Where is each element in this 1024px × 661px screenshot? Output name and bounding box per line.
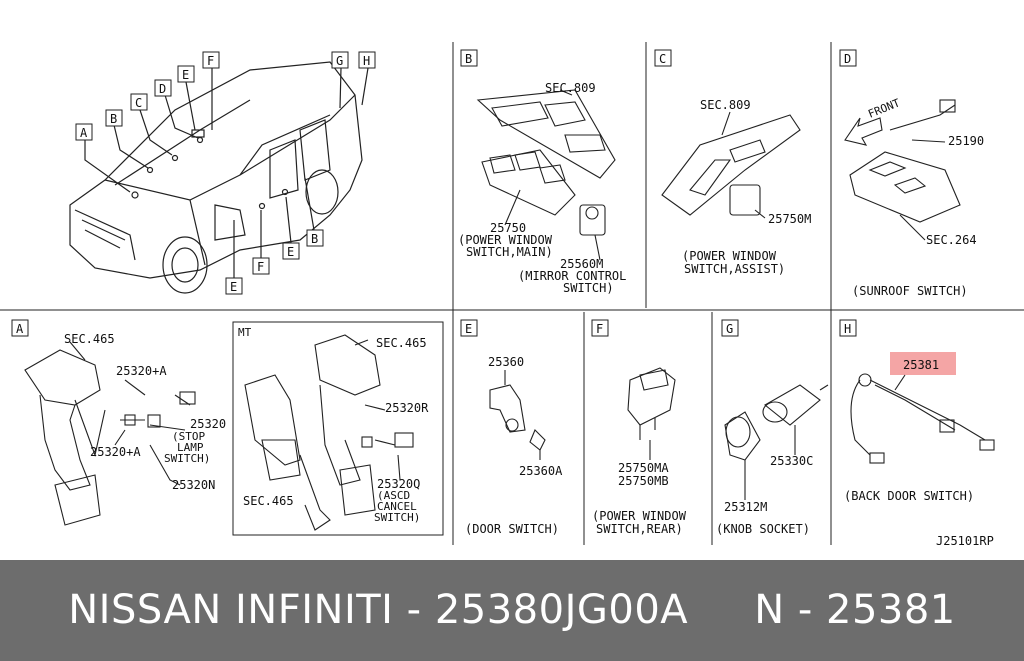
- section-b: B SEC.809 25750 (POWER WINDOW SWITCH,MAI…: [458, 49, 626, 295]
- section-d: D FRONT 25190 SEC.264 (SUNROOF SWITCH): [839, 49, 984, 298]
- callout-f: E: [287, 245, 294, 259]
- section-e: E 25360 25360A (DOOR SWITCH): [460, 319, 563, 536]
- part-number: 25750MB: [618, 474, 669, 488]
- section-mt: MT SEC.465 25320R 25320Q (ASCD CANCEL SW…: [238, 326, 429, 531]
- part-caption: SWITCH,ASSIST): [684, 262, 785, 276]
- callout-e: B: [311, 232, 318, 246]
- part-number: 25750: [490, 221, 526, 235]
- part-number: 25312M: [724, 500, 767, 514]
- part-number: 25320+A: [90, 445, 141, 459]
- part-number: 25560M: [560, 257, 603, 271]
- diagram-svg: A B C D E F G H E F E B B SEC.80: [0, 42, 1024, 548]
- callout-e: F: [207, 54, 214, 68]
- part-number: 25750M: [768, 212, 811, 226]
- section-letter: C: [659, 52, 666, 66]
- part-caption: (KNOB SOCKET): [716, 522, 810, 536]
- section-c: C SEC.809 25750M (POWER WINDOW SWITCH,AS…: [654, 49, 811, 276]
- part-number: 25190: [948, 134, 984, 148]
- part-number: 25320R: [385, 401, 429, 415]
- part-caption: SWITCH,MAIN): [466, 245, 553, 259]
- callout-f: D: [159, 82, 166, 96]
- caption-bar: NISSAN INFINITI - 25380JG00A N - 25381: [0, 560, 1024, 661]
- section-a: A SEC.465 25320+A 25320 (STOP LAMP SWITC…: [11, 319, 226, 526]
- sec-label: SEC.465: [376, 336, 427, 350]
- section-letter: B: [465, 52, 472, 66]
- part-number: 25330C: [770, 454, 813, 468]
- mt-frame: [232, 321, 444, 536]
- part-highlight: [890, 352, 956, 375]
- callout-g: H: [363, 54, 370, 68]
- part-caption: (POWER WINDOW: [682, 249, 777, 263]
- callout-e: C: [135, 96, 142, 110]
- sec-label: SEC.264: [926, 233, 977, 247]
- part-number: 25320+A: [116, 364, 167, 378]
- part-number: 25381: [903, 358, 939, 372]
- section-g: G 25330C 25312M (KNOB SOCKET): [716, 319, 829, 536]
- part-caption: SWITCH): [374, 511, 420, 524]
- callout-d: E: [182, 68, 189, 82]
- section-f: F 25750MA 25750MB (POWER WINDOW SWITCH,R…: [591, 319, 687, 536]
- part-caption: SWITCH,REAR): [596, 522, 683, 536]
- part-caption: SWITCH): [563, 281, 614, 295]
- section-letter: F: [596, 322, 603, 336]
- part-caption: (POWER WINDOW: [592, 509, 687, 523]
- callout-b: E: [230, 280, 237, 294]
- part-number: 25360: [488, 355, 524, 369]
- parts-diagram: A B C D E F G H E F E B B SEC.80: [0, 42, 1024, 548]
- caption-text: NISSAN INFINITI - 25380JG00A N - 25381: [68, 587, 956, 633]
- part-number: 25320Q: [377, 477, 420, 491]
- section-letter: H: [844, 322, 851, 336]
- front-label: FRONT: [866, 96, 902, 121]
- section-letter: G: [726, 322, 733, 336]
- part-caption: LAMP: [177, 441, 204, 454]
- sec-label: SEC.465: [64, 332, 115, 346]
- part-caption: (POWER WINDOW: [458, 233, 553, 247]
- part-caption: (ASCD: [377, 489, 410, 502]
- callout-h: G: [336, 54, 343, 68]
- part-caption: (STOP: [172, 430, 205, 443]
- callout-c: B: [110, 112, 117, 126]
- section-letter: D: [844, 52, 851, 66]
- vehicle-illustration: [69, 61, 369, 294]
- part-number: 25360A: [519, 464, 563, 478]
- part-caption: (BACK DOOR SWITCH): [844, 489, 974, 503]
- drawing-code: J25101RP: [936, 534, 994, 548]
- callout-a: A: [80, 126, 88, 140]
- section-h: H 25381 (BACK DOOR SWITCH): [839, 319, 995, 503]
- section-letter: E: [465, 322, 472, 336]
- part-caption: (MIRROR CONTROL: [518, 269, 626, 283]
- callout-letters-car: A B C D E F G H E F E B: [75, 51, 376, 295]
- part-number: 25750MA: [618, 461, 669, 475]
- part-caption: (SUNROOF SWITCH): [852, 284, 968, 298]
- section-letter: A: [16, 322, 24, 336]
- sec-label: SEC.809: [545, 81, 596, 95]
- sec-label: SEC.465: [243, 494, 294, 508]
- part-number: 25320: [190, 417, 226, 431]
- part-caption: SWITCH): [164, 452, 210, 465]
- mt-label: MT: [238, 326, 252, 339]
- part-number: 25320N: [172, 478, 215, 492]
- sec-label: SEC.809: [700, 98, 751, 112]
- part-caption: (DOOR SWITCH): [465, 522, 559, 536]
- callout-e: F: [257, 260, 264, 274]
- part-caption: CANCEL: [377, 500, 417, 513]
